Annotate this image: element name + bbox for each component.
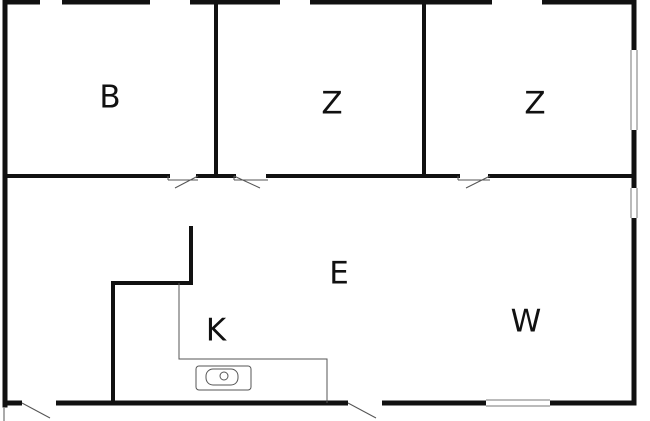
kitchen-partition-wall [111,226,193,405]
window-top-4 [492,0,542,5]
room-label-b: B [99,79,121,116]
room-label-w: W [510,303,542,340]
entrance-door-right [347,402,377,419]
window-top-1 [40,0,62,5]
window-right-1 [630,50,638,130]
door-z2-swing [457,175,491,189]
room-label-e: E [329,255,349,292]
kitchen-counter [178,283,328,403]
window-top-2 [150,0,190,5]
entrance-door-right-gap [348,398,382,408]
window-right-2 [630,188,638,218]
room-label-k: K [205,312,227,349]
room-label-z-2: Z [524,85,546,122]
window-bottom [486,399,550,407]
entrance-door-left-gap [22,398,56,408]
window-top-3 [280,0,310,5]
room-label-z-1: Z [321,85,343,122]
door-z1-swing [233,175,268,189]
entrance-door-left [21,402,51,419]
sink-icon [195,365,252,391]
door-b-swing [167,175,199,189]
